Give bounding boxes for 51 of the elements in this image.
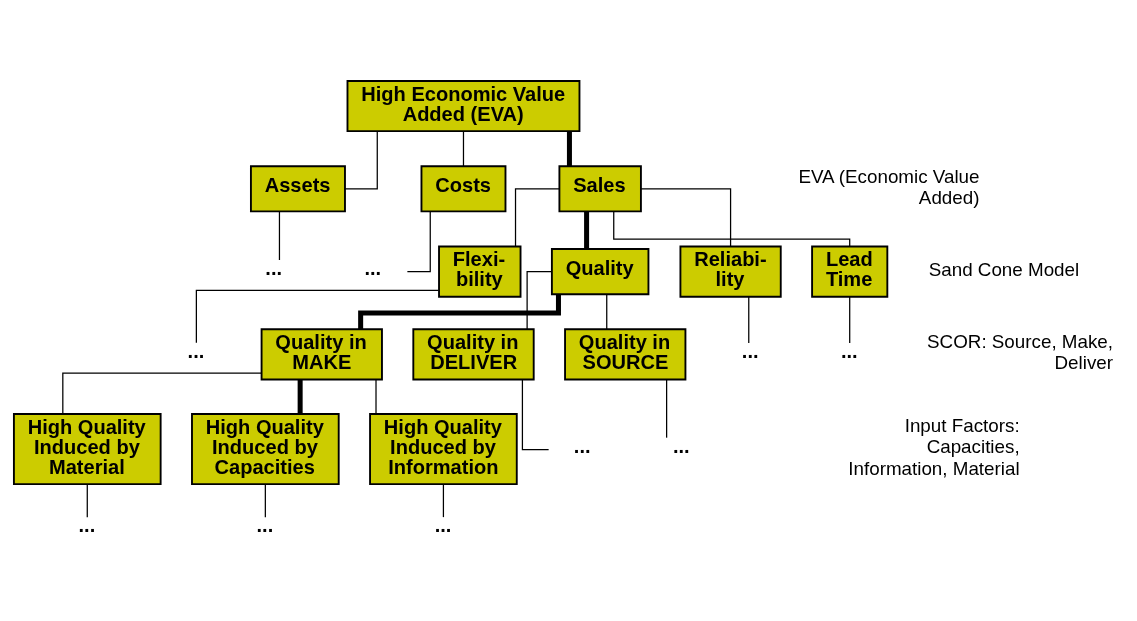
connector bbox=[566, 131, 572, 166]
node-box: High Quality Induced by Capacities bbox=[191, 413, 340, 486]
node-box: Flexi- bility bbox=[438, 245, 522, 298]
node-text: ... bbox=[78, 514, 96, 537]
node-text: ... bbox=[364, 257, 382, 280]
connector bbox=[442, 483, 445, 518]
node-box: Quality bbox=[550, 248, 650, 296]
connector bbox=[666, 379, 668, 439]
connector bbox=[462, 130, 465, 167]
connector bbox=[375, 379, 377, 415]
node-box: Sales bbox=[558, 165, 642, 213]
connector bbox=[62, 372, 262, 415]
node-box: High Economic Value Added (EVA) bbox=[346, 80, 581, 133]
node-box: Quality in SOURCE bbox=[564, 328, 687, 381]
connector bbox=[606, 293, 608, 330]
label: Sand Cone Model bbox=[928, 259, 1080, 281]
node-text: ... bbox=[741, 339, 759, 362]
connector bbox=[613, 210, 851, 247]
node-text: ... bbox=[187, 339, 205, 362]
label: Input Factors: Capacities, Information, Material bbox=[848, 415, 1020, 479]
connector bbox=[358, 294, 561, 329]
connector bbox=[849, 296, 851, 344]
node-box: Costs bbox=[420, 165, 507, 213]
connector bbox=[195, 289, 440, 344]
node-box: Lead Time bbox=[811, 245, 889, 298]
node-text: ... bbox=[434, 514, 452, 537]
label: SCOR: Source, Make, Deliver bbox=[927, 331, 1114, 374]
connector bbox=[640, 188, 732, 247]
node-box: Quality in DELIVER bbox=[412, 328, 535, 381]
node-box: High Quality Induced by Information bbox=[369, 413, 518, 486]
node-box: High Quality Induced by Material bbox=[12, 413, 162, 486]
connector bbox=[406, 210, 431, 273]
connector bbox=[278, 210, 281, 261]
connector bbox=[514, 188, 560, 247]
node-box: Assets bbox=[250, 165, 346, 213]
node-text: ... bbox=[573, 434, 591, 457]
node-text: ... bbox=[256, 514, 274, 537]
label: EVA (Economic Value Added) bbox=[798, 165, 980, 208]
connector bbox=[584, 211, 590, 250]
node-text: ... bbox=[840, 339, 858, 362]
connector bbox=[264, 483, 266, 518]
connector bbox=[748, 296, 750, 344]
connector bbox=[521, 379, 550, 451]
connector bbox=[297, 379, 303, 414]
node-box: Quality in MAKE bbox=[260, 328, 383, 381]
node-text: ... bbox=[672, 434, 690, 457]
connector bbox=[86, 483, 88, 518]
node-box: Reliabi- lity bbox=[679, 245, 782, 298]
node-text: ... bbox=[265, 257, 283, 280]
connector bbox=[526, 271, 553, 330]
connector bbox=[344, 130, 378, 190]
